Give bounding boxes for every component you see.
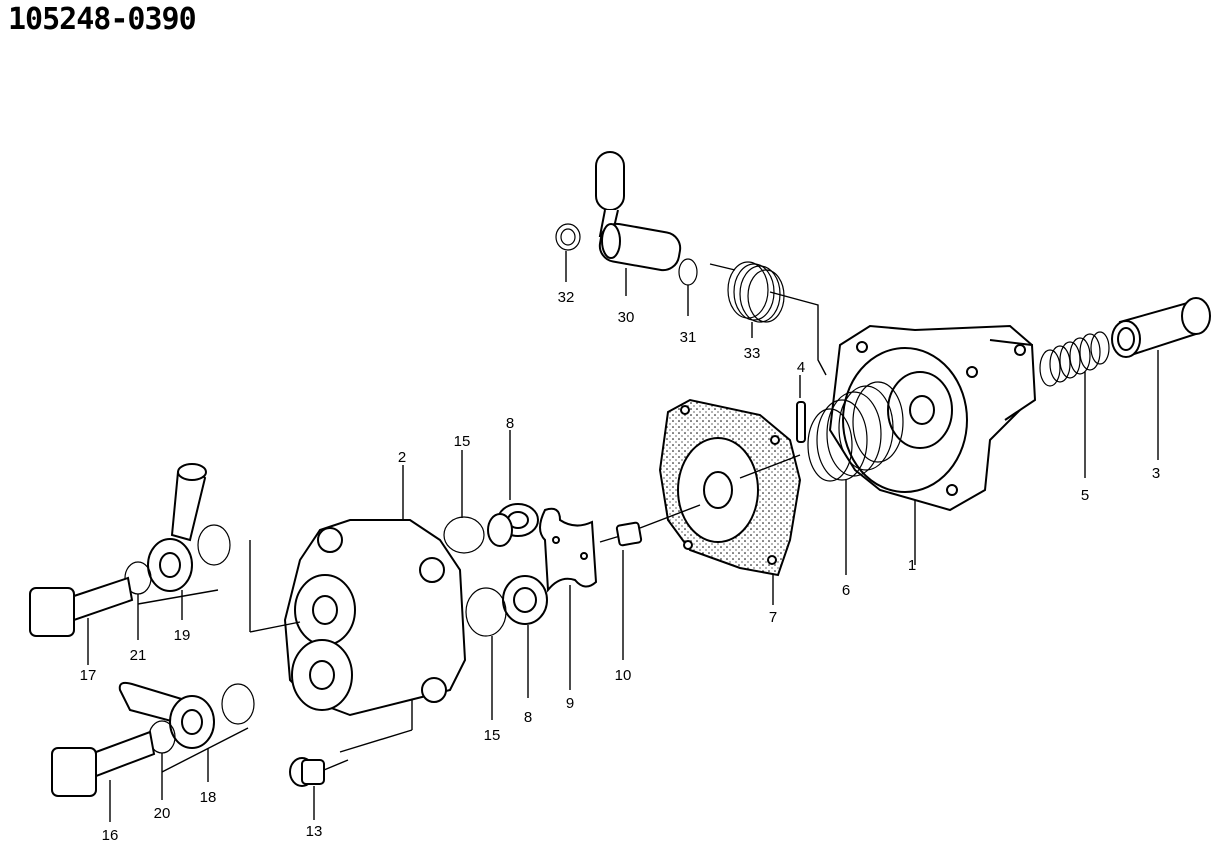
label-13: 13	[306, 823, 323, 840]
label-18: 18	[200, 789, 217, 806]
part-16-banjo-bolt-lower	[51, 730, 156, 822]
part-17-banjo-bolt-upper	[29, 576, 134, 665]
label-5: 5	[1081, 487, 1089, 504]
label-1: 1	[908, 557, 916, 574]
label-32: 32	[558, 289, 575, 306]
part-30-lever-shaft	[595, 151, 682, 296]
label-3: 3	[1152, 465, 1160, 482]
part-5-spring	[1039, 331, 1110, 478]
part-9-spacer-plate	[539, 507, 598, 690]
label-7: 7	[769, 609, 777, 626]
part-7-diaphragm	[639, 398, 802, 605]
label-9: 9	[566, 695, 574, 712]
label-10: 10	[615, 667, 632, 684]
label-19: 19	[174, 627, 191, 644]
part-31-o-ring	[678, 258, 698, 316]
label-33: 33	[744, 345, 761, 362]
label-20: 20	[154, 805, 171, 822]
label-2: 2	[398, 449, 406, 466]
part-18-banjo-lower	[118, 681, 255, 782]
callout-labels: 1 2 3 4 5 6 7 8 8 9 10 13 15 15 16 17 18…	[80, 289, 1161, 844]
part-10-bolt	[599, 521, 643, 660]
part-33-torsion-spring	[709, 261, 827, 376]
part-6-diaphragm-spring	[807, 381, 904, 575]
label-4: 4	[797, 359, 805, 376]
label-16: 16	[102, 827, 119, 844]
label-6: 6	[842, 582, 850, 599]
part-15-gaskets	[443, 450, 507, 720]
label-17: 17	[80, 667, 97, 684]
label-8-upper: 8	[506, 415, 514, 432]
label-15-lower: 15	[484, 727, 501, 744]
label-30: 30	[618, 309, 635, 326]
label-31: 31	[680, 329, 697, 346]
part-8-valves	[487, 430, 548, 698]
part-2-valve-cover	[249, 465, 467, 753]
label-15-upper: 15	[454, 433, 471, 450]
label-21: 21	[130, 647, 147, 664]
part-32-snap-ring	[555, 223, 581, 282]
part-4-pin	[796, 375, 806, 443]
part-19-banjo-upper	[137, 463, 231, 620]
part-13-screw	[289, 757, 349, 820]
part-1-pump-housing	[828, 324, 1037, 565]
label-8-lower: 8	[524, 709, 532, 726]
part-number-title: 105248-0390	[8, 2, 197, 37]
part-3-plunger-sleeve	[1111, 297, 1211, 460]
